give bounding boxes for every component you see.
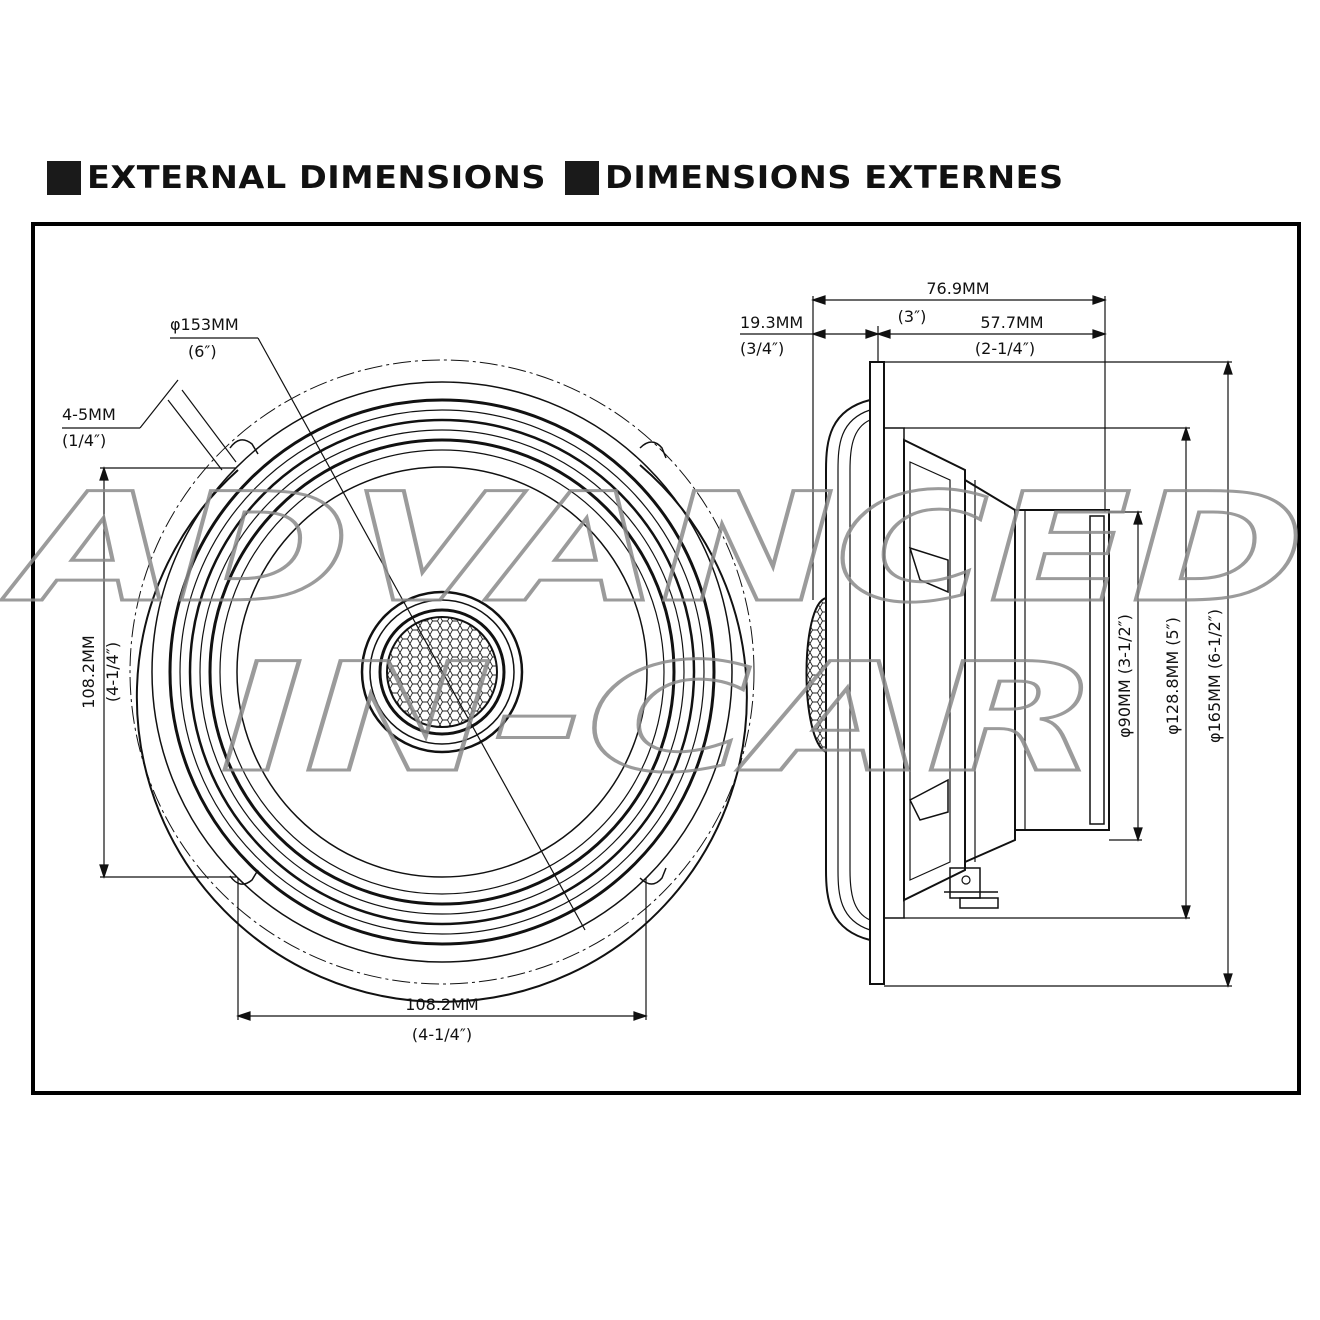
heading-text-en: EXTERNAL DIMENSIONS: [87, 160, 546, 196]
heading-text-fr: DIMENSIONS EXTERNES: [605, 160, 1064, 196]
watermark-line2: IN-CAR: [220, 632, 1100, 806]
basket-window: [908, 546, 949, 594]
drawing-frame: [31, 222, 1301, 1095]
heading-external-dimensions: EXTERNAL DIMENSIONS: [47, 155, 545, 201]
speaker-terminal-icon: [944, 867, 999, 909]
mounting-notch: [639, 441, 667, 459]
basket-window: [909, 778, 949, 821]
front-diameter-in-label: (6″): [188, 342, 217, 361]
hole-size-in-label: (1/4″): [62, 431, 106, 450]
horizontal-spacing-in-label: (4-1/4″): [412, 1025, 472, 1044]
heading-square-icon: [565, 161, 599, 195]
mounting-notch: [639, 867, 667, 885]
hole-size-mm-label: 4-5MM: [62, 405, 116, 424]
side-view-speaker: [805, 361, 1110, 985]
tweeter-protrusion-in-label: (3/4″): [740, 339, 784, 358]
tweeter-dome-icon: [805, 597, 827, 753]
mounting-notch: [229, 439, 259, 455]
front-view-dimensions: [62, 337, 648, 1021]
total-depth-in-label: (3″): [898, 307, 927, 326]
magnet-diameter-label: φ90MM (3-1/2″): [1115, 614, 1134, 738]
horizontal-spacing-mm-label: 108.2MM: [405, 995, 478, 1014]
watermark-logo: ADVANCED IN-CAR: [0, 461, 1306, 808]
basket-diameter-label: φ128.8MM (5″): [1163, 617, 1182, 735]
mounting-notch: [229, 869, 259, 885]
heading-dimensions-externes: DIMENSIONS EXTERNES: [565, 155, 1063, 201]
total-depth-mm-label: 76.9MM: [926, 279, 989, 298]
mounting-flange-outline: [135, 464, 748, 1003]
front-diameter-mm-label: φ153MM: [170, 315, 239, 334]
vertical-spacing-mm-label: 108.2MM: [79, 635, 98, 708]
heading-square-icon: [47, 161, 81, 195]
mount-depth-in-label: (2-1/4″): [975, 339, 1035, 358]
tweeter-protrusion-mm-label: 19.3MM: [740, 313, 803, 332]
mount-depth-mm-label: 57.7MM: [980, 313, 1043, 332]
vertical-spacing-in-label: (4-1/4″): [103, 642, 122, 702]
front-view-speaker: [129, 337, 755, 1003]
magnet: [1014, 509, 1110, 831]
side-view-dimensions: [740, 295, 1233, 988]
flange-diameter-label: φ165MM (6-1/2″): [1205, 609, 1224, 743]
watermark-line1: ADVANCED: [1, 462, 1305, 636]
